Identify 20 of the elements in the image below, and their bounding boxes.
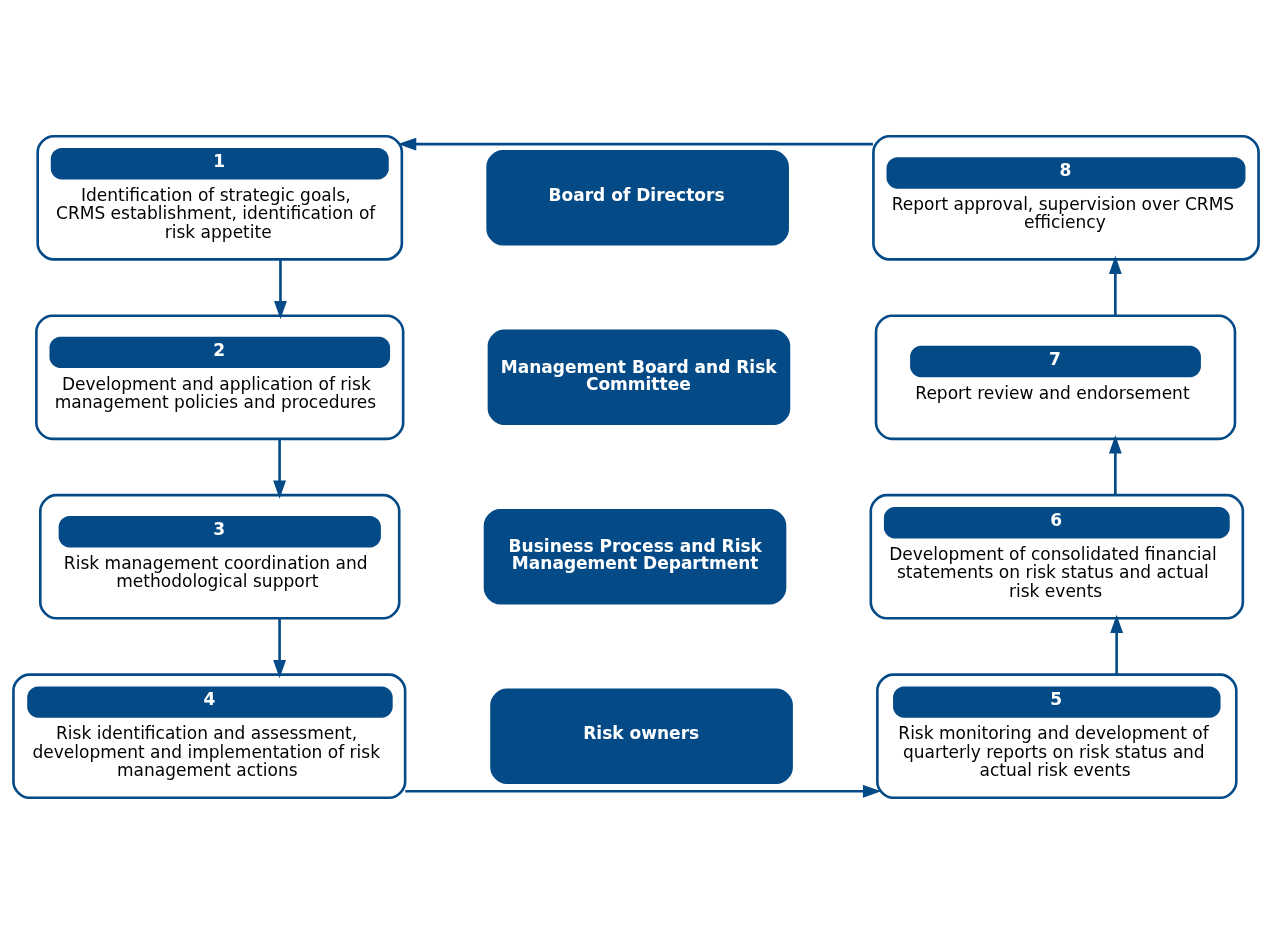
node-box: Business Process and Risk Management Department [483,508,787,605]
arrow [1108,255,1122,316]
node-box: 8 Report approval, supervision over CRMS efficiency [872,134,1260,261]
node-box: 3 Risk management coordination and methodological support [39,493,401,620]
arrow [1108,435,1122,495]
arrow [273,618,287,679]
node-box: 2 Development and application of risk management policies and procedures [35,314,405,441]
node-box: 6 Development of consolidated financial statements on risk status and actual risk events [869,493,1245,620]
node-box: Board of Directors [486,150,789,246]
node-box: Management Board and Risk Committee [487,329,791,426]
node-box: 1 Identification of strategic goals, CRMS establishment, identification of risk appetite [36,134,404,261]
node-box: 5 Risk monitoring and development of quarterly reports on risk status and actual risk events [876,673,1238,800]
arrow [273,439,287,499]
arrow [274,259,287,320]
node-box: 7 Report review and endorsement [874,314,1237,441]
arrow [397,137,873,151]
node-box: Risk owners [490,688,793,784]
arrow [1110,614,1124,675]
node-box: 4 Risk identification and assessment, development and implementation of risk management actions [12,673,407,800]
arrow [405,784,882,798]
